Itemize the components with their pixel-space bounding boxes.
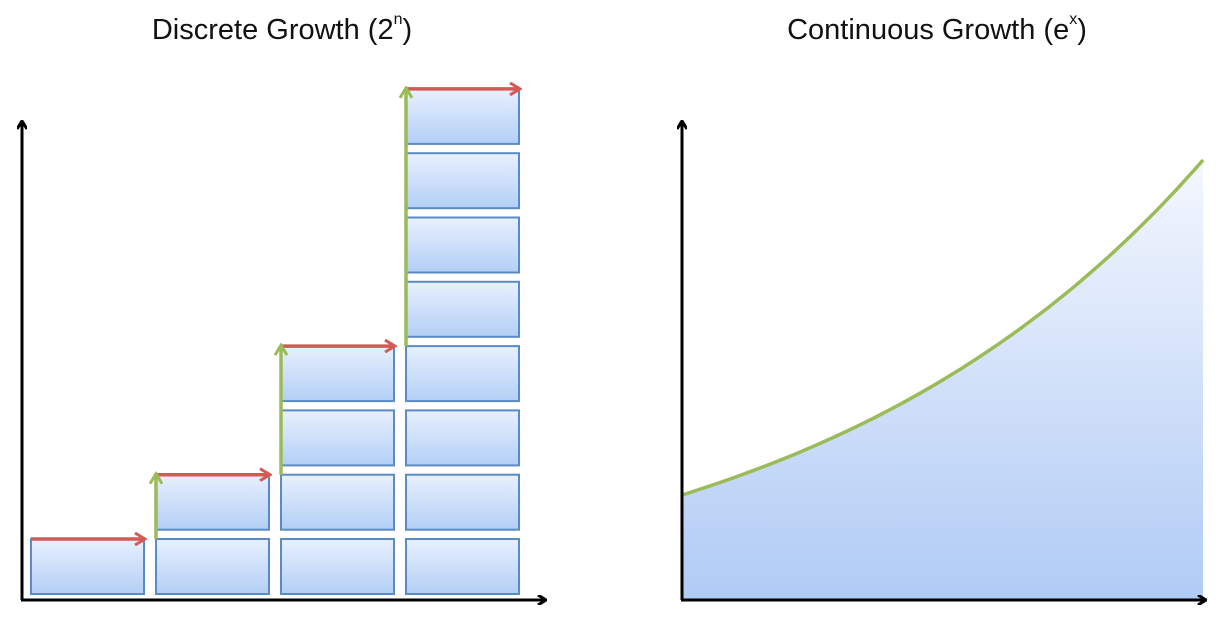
growth-arrows: [31, 89, 519, 539]
growth-block: [405, 538, 520, 595]
title-end: ): [402, 14, 413, 46]
growth-block: [405, 473, 520, 531]
continuous-growth-title: Continuous Growth (ex): [657, 11, 1217, 47]
title-text: Discrete Growth (2: [151, 14, 394, 46]
growth-block: [280, 538, 395, 595]
title-exponent: n: [393, 11, 403, 29]
exponential-curve: [681, 158, 1205, 497]
growth-block: [405, 87, 520, 145]
title-end: ): [1077, 14, 1087, 46]
growth-block: [30, 538, 145, 595]
continuous-area: [682, 160, 1203, 600]
growth-block: [155, 538, 270, 595]
growth-block: [405, 216, 520, 274]
growth-block: [280, 345, 395, 403]
growth-block: [405, 345, 520, 403]
growth-block: [405, 409, 520, 467]
growth-block: [405, 280, 520, 338]
growth-block: [405, 152, 520, 210]
title-exponent: x: [1069, 11, 1078, 29]
growth-block: [155, 473, 270, 531]
title-text: Continuous Growth (e: [787, 14, 1070, 46]
growth-block: [280, 473, 395, 531]
discrete-blocks: [30, 87, 520, 595]
growth-block: [280, 409, 395, 467]
discrete-growth-title: Discrete Growth (2n): [2, 11, 562, 47]
